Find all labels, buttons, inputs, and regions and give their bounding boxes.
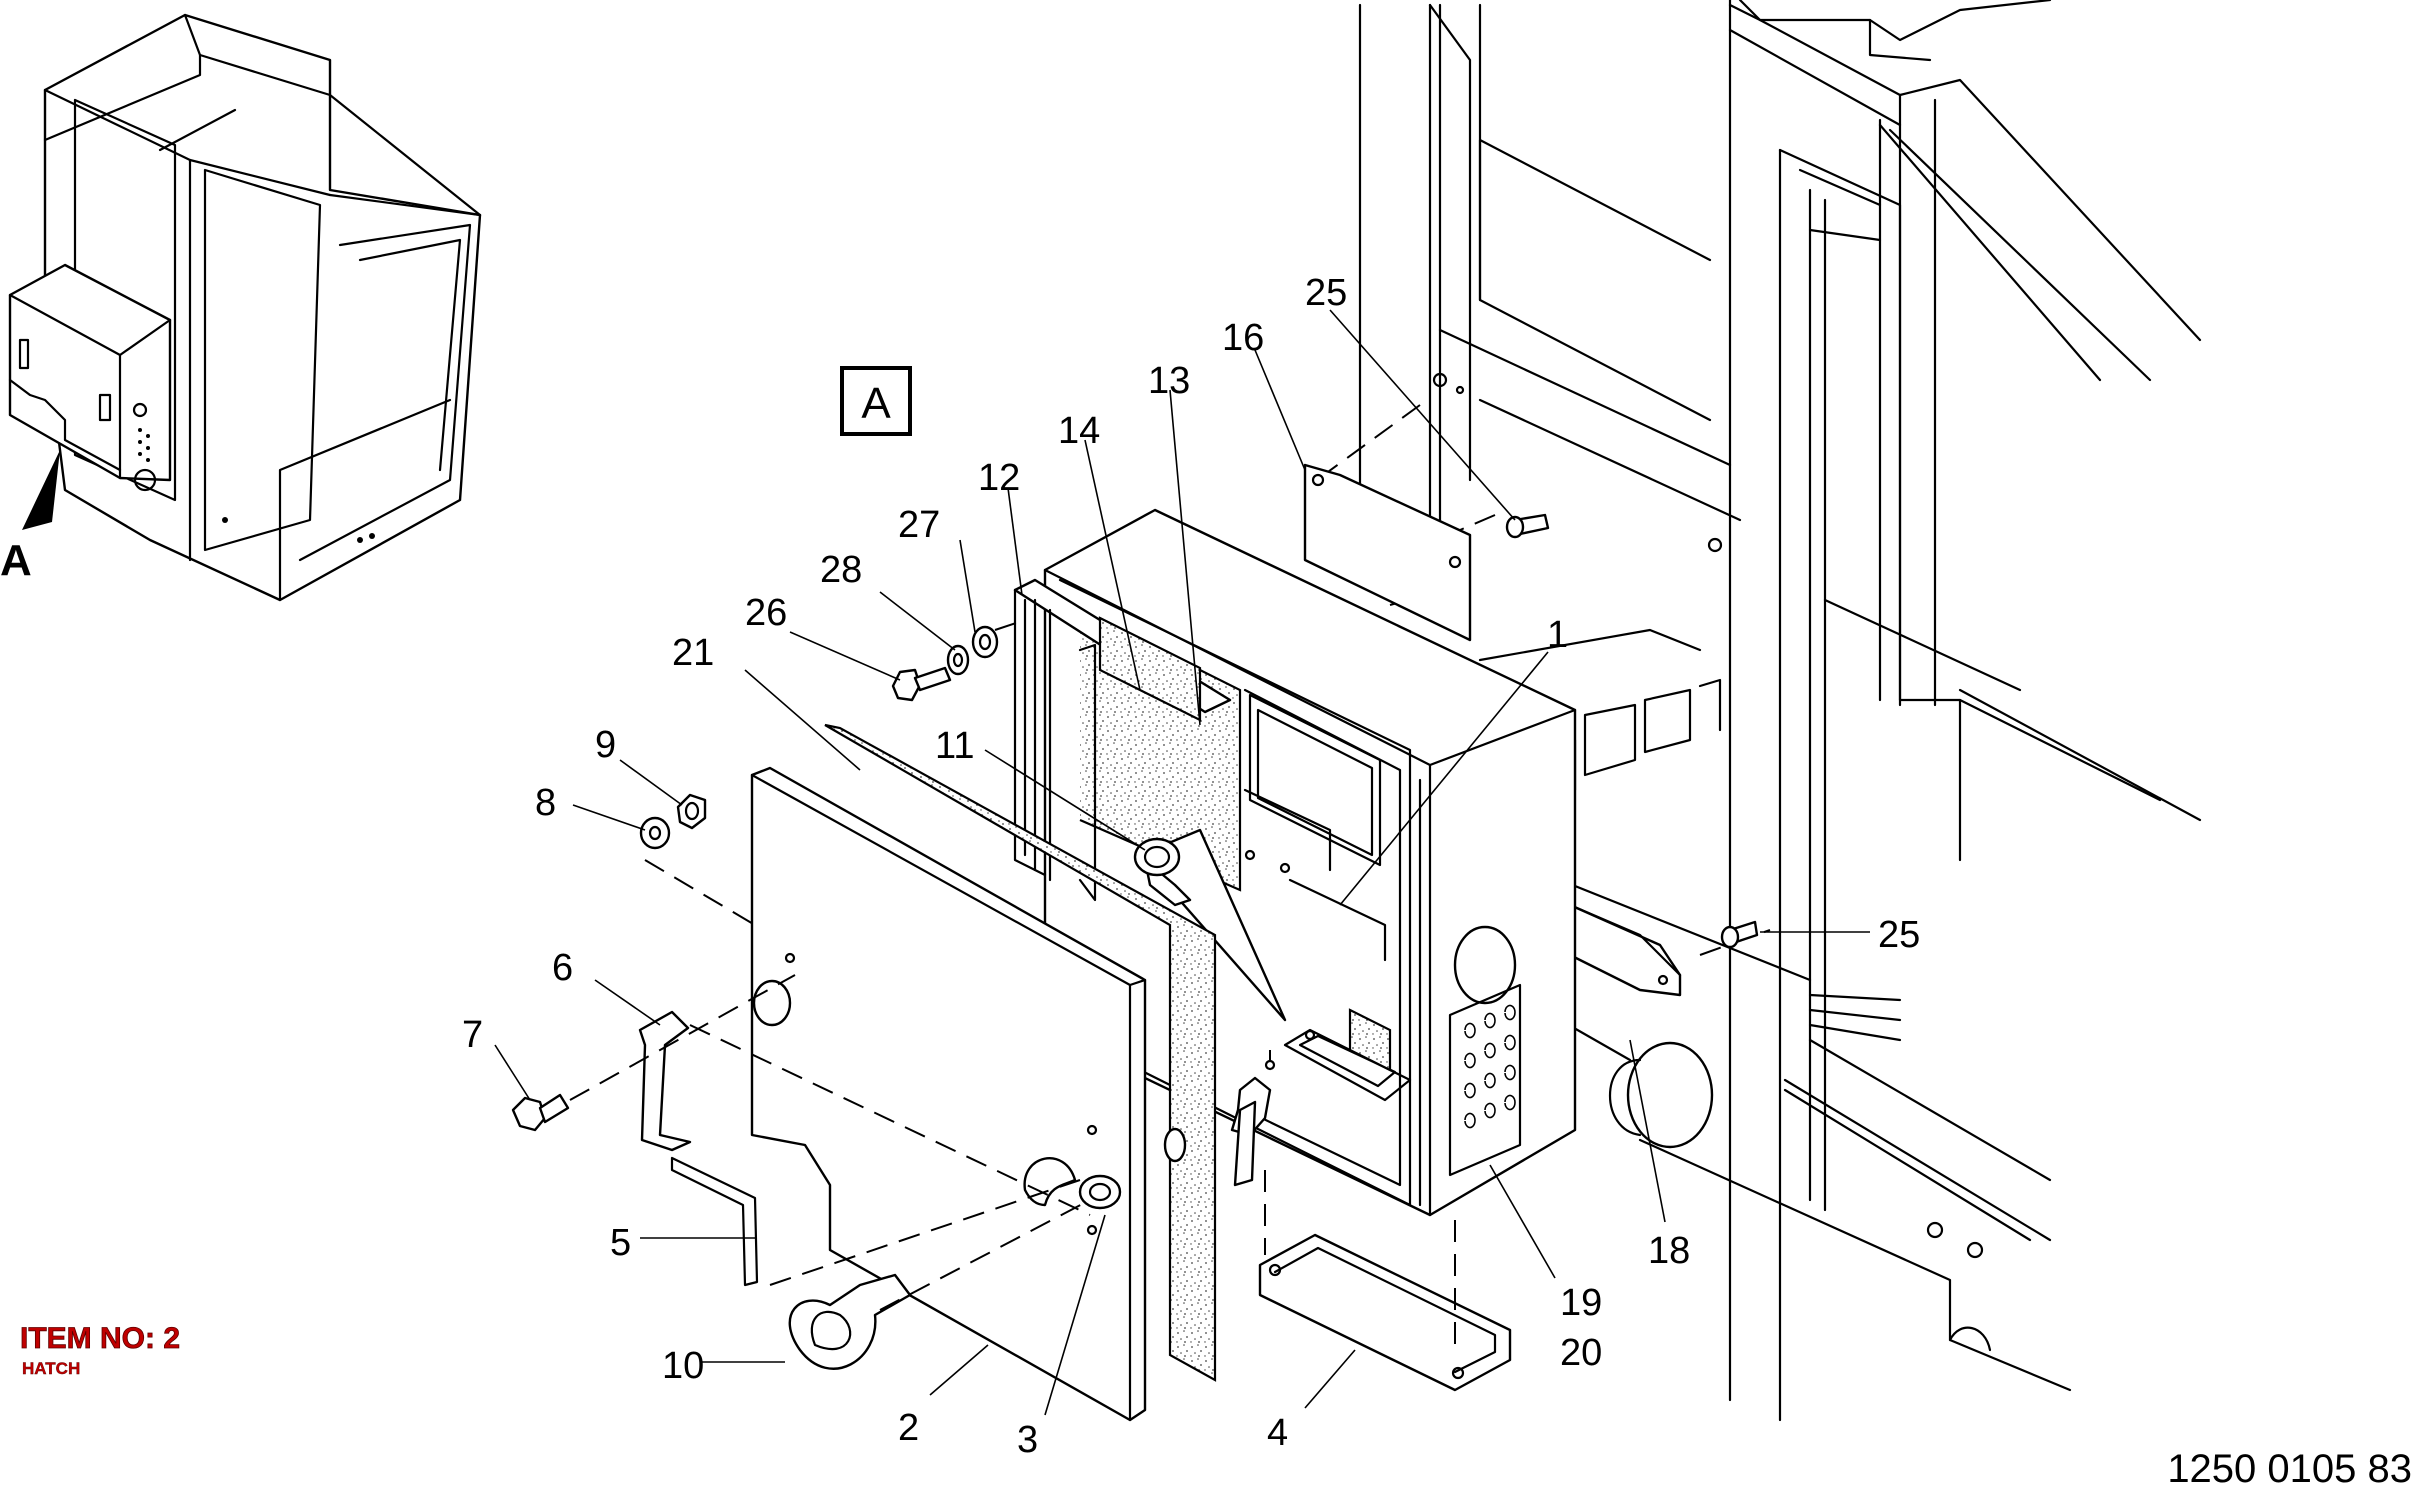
callout-5: 5 (610, 1222, 631, 1264)
leader-lines (494, 309, 1870, 1416)
callout-12: 12 (978, 457, 1020, 499)
knockout-holes (1464, 1004, 1516, 1129)
gasket-frames (1013, 578, 1287, 1022)
callout-10: 10 (662, 1345, 704, 1387)
view-arrow-icon (22, 450, 60, 530)
callout-25b: 25 (1878, 914, 1920, 956)
callout-21: 21 (672, 632, 714, 674)
callout-16: 16 (1222, 317, 1264, 359)
callout-13: 13 (1148, 360, 1190, 402)
callout-7: 7 (462, 1014, 483, 1056)
callout-25a: 25 (1305, 272, 1347, 314)
callout-1: 1 (1547, 614, 1568, 656)
callout-19: 19 (1560, 1282, 1602, 1324)
cab-overview: A (0, 13, 482, 602)
callout-2: 2 (898, 1407, 919, 1449)
item-subtitle: HATCH (22, 1359, 80, 1378)
item-tag: ITEM NO: 2 HATCH (20, 1322, 181, 1379)
callout-26: 26 (745, 592, 787, 634)
callout-20: 20 (1560, 1332, 1602, 1374)
callout-28: 28 (820, 549, 862, 591)
hardware (511, 513, 1759, 1392)
cab-frame (1309, 0, 2202, 1422)
callout-6: 6 (552, 947, 573, 989)
callout-27: 27 (898, 504, 940, 546)
callout-3: 3 (1017, 1419, 1038, 1461)
callout-8: 8 (535, 782, 556, 824)
callout-9: 9 (595, 724, 616, 766)
drawing-number: 1250 0105 83 (2167, 1447, 2412, 1491)
callout-14: 14 (1058, 410, 1100, 452)
vent-holes (138, 428, 150, 462)
view-label-box: A (840, 366, 912, 436)
callouts: 1 2 3 4 5 6 7 8 9 10 11 12 13 14 16 18 1… (462, 272, 1920, 1461)
view-arrow-label: A (0, 536, 32, 585)
assembly-lines (569, 514, 1496, 1355)
callout-4: 4 (1267, 1412, 1288, 1454)
callout-18: 18 (1648, 1230, 1690, 1272)
mounting-plate-16 (1303, 463, 1472, 642)
callout-11: 11 (935, 725, 974, 767)
item-title: ITEM NO: 2 (20, 1322, 180, 1355)
svg-text:A: A (861, 379, 891, 428)
